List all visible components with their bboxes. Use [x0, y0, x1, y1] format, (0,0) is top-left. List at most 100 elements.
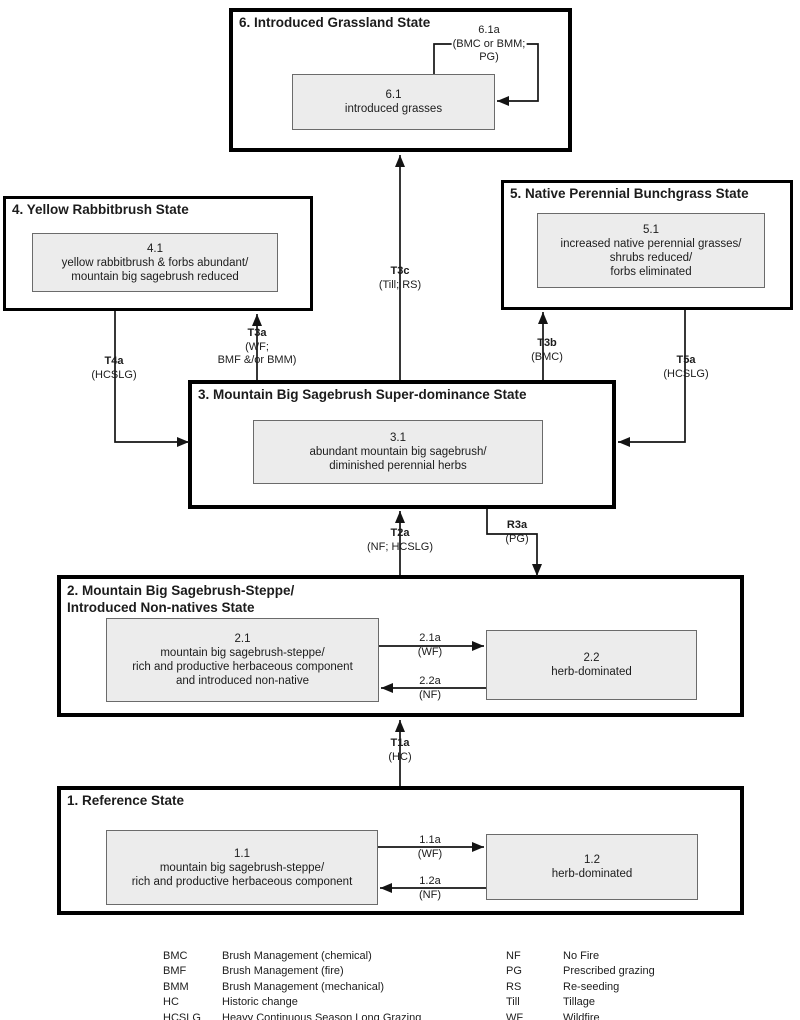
- legend-def: Tillage: [563, 996, 595, 1009]
- community-desc: mountain big sagebrush-steppe/: [159, 861, 325, 874]
- pathway-name: 1.2a: [419, 875, 441, 887]
- community-id: 1.1: [234, 847, 250, 860]
- community-desc: mountain big sagebrush-steppe/: [160, 647, 325, 659]
- transition-cause: (NF; HCSLG): [367, 540, 433, 553]
- legend-def: Wildfire: [563, 1011, 600, 1020]
- legend-def: Historic change: [222, 996, 298, 1009]
- pathway-cause: (NF): [419, 889, 441, 901]
- legend-abbr: NF: [506, 950, 521, 962]
- community-desc: forbs eliminated: [610, 265, 692, 278]
- community-desc: rich and productive herbaceous component: [132, 661, 353, 673]
- transition-label-t3c: T3c (Till; RS): [379, 265, 421, 292]
- transition-name: T3b: [537, 337, 557, 349]
- transition-label-t2a: T2a (NF; HCSLG): [367, 527, 433, 554]
- transition-name: T3c: [390, 265, 410, 277]
- community-desc: herb-dominated: [551, 666, 632, 678]
- transition-name: T4a: [104, 355, 124, 367]
- legend-abbr: RS: [506, 980, 522, 993]
- community-id: 5.1: [643, 223, 659, 236]
- state-title-2-line1: 2. Mountain Big Sagebrush-Steppe/: [67, 583, 295, 598]
- pathway-label-1-2a: 1.2a (NF): [419, 874, 441, 902]
- legend-def: Re-seeding: [563, 980, 620, 993]
- legend-abbr: BMF: [163, 965, 187, 978]
- community-desc: shrubs reduced/: [609, 251, 693, 264]
- legend-abbr: BMC: [163, 950, 188, 962]
- pathway-name: 1.1a: [419, 834, 441, 846]
- legend-def: Brush Management (fire): [222, 965, 344, 978]
- transition-label-t4a: T4a (HCSLG): [91, 355, 136, 382]
- community-id: 2.1: [234, 633, 251, 645]
- community-id: 1.2: [584, 854, 600, 866]
- transition-cause: (BMC or BMM;: [451, 37, 527, 51]
- legend-abbr: BMM: [163, 980, 189, 993]
- transition-label-t5a: T5a (HCSLG): [663, 354, 708, 381]
- transition-label-r3a: R3a (PG): [505, 519, 528, 546]
- legend-def-column-left: Brush Management (chemical) Brush Manage…: [222, 949, 421, 1020]
- pathway-label-1-1a: 1.1a (WF): [418, 833, 442, 861]
- pathway-cause: (WF): [417, 646, 443, 658]
- transition-cause: (WF;: [245, 340, 269, 353]
- transition-name: T1a: [390, 737, 410, 749]
- transition-cause: (PG): [505, 532, 529, 545]
- state-title-6: 6. Introduced Grassland State: [239, 15, 431, 30]
- community-id: 2.2: [583, 652, 600, 664]
- state-title-4: 4. Yellow Rabbitbrush State: [12, 202, 189, 217]
- legend-abbr-column-left: BMC BMF BMM HC HCSLG: [163, 949, 201, 1020]
- transition-label-t3b: T3b (BMC): [531, 337, 563, 364]
- transition-cause: (HC): [388, 750, 412, 763]
- community-desc: mountain big sagebrush reduced: [71, 270, 239, 283]
- community-desc: herb-dominated: [551, 868, 633, 880]
- legend-abbr: Till: [506, 996, 520, 1009]
- community-desc: abundant mountain big sagebrush/: [309, 446, 487, 458]
- transition-name: T2a: [390, 527, 410, 539]
- transition-label-t1a: T1a (HC): [388, 737, 411, 764]
- transition-name: T5a: [676, 354, 696, 366]
- transition-label-t3a: T3a (WF; BMF &/or BMM): [218, 327, 297, 368]
- legend-def-column-right: No Fire Prescribed grazing Re-seeding Ti…: [563, 949, 655, 1020]
- transition-cause: (BMC): [531, 350, 563, 363]
- legend-abbr: WF: [506, 1011, 524, 1020]
- state-title-1: 1. Reference State: [67, 793, 185, 808]
- pathway-label-2-1a: 2.1a (WF): [418, 631, 442, 659]
- community-box-4-1: 4.1 yellow rabbitbrush & forbs abundant/…: [32, 233, 278, 292]
- state-title-5: 5. Native Perennial Bunchgrass State: [510, 186, 749, 201]
- legend-def: Prescribed grazing: [563, 965, 655, 978]
- community-box-5-1: 5.1 increased native perennial grasses/ …: [537, 213, 765, 288]
- community-desc: rich and productive herbaceous component: [131, 875, 353, 888]
- transition-cause: PG): [451, 51, 527, 65]
- legend-def: Brush Management (chemical): [222, 950, 372, 962]
- community-desc: yellow rabbitbrush & forbs abundant/: [61, 256, 249, 269]
- transition-label-6-1a: 6.1a (BMC or BMM; PG): [451, 24, 527, 65]
- community-box-1-1: 1.1 mountain big sagebrush-steppe/ rich …: [106, 830, 378, 905]
- pathway-name: 2.2a: [419, 675, 441, 687]
- transition-cause: BMF &/or BMM): [217, 354, 297, 366]
- pathway-label-2-2a: 2.2a (NF): [419, 674, 441, 702]
- community-id: 4.1: [147, 242, 163, 255]
- transition-cause: (HCSLG): [91, 368, 137, 381]
- transition-cause: (HCSLG): [663, 367, 709, 380]
- legend-abbr-column-right: NF PG RS Till WF: [506, 949, 523, 1020]
- community-box-3-1: 3.1 abundant mountain big sagebrush/ dim…: [253, 420, 543, 484]
- community-box-2-2: 2.2 herb-dominated: [486, 630, 697, 700]
- state-title-2-line2: Introduced Non-natives State: [67, 600, 255, 615]
- legend-abbr: PG: [506, 965, 522, 978]
- pathway-cause: (WF): [417, 848, 443, 860]
- community-desc: and introduced non-native: [176, 675, 309, 687]
- legend-def: No Fire: [563, 950, 600, 962]
- pathway-cause: (NF): [419, 689, 441, 701]
- community-box-2-1: 2.1 mountain big sagebrush-steppe/ rich …: [106, 618, 379, 702]
- legend-def: Brush Management (mechanical): [222, 980, 385, 993]
- transition-cause: (Till; RS): [378, 278, 422, 291]
- transition-name: T3a: [247, 327, 267, 339]
- transition-name: R3a: [506, 519, 528, 531]
- community-box-6-1: 6.1 introduced grasses: [292, 74, 495, 130]
- legend-abbr: HC: [163, 996, 179, 1009]
- community-box-1-2: 1.2 herb-dominated: [486, 834, 698, 900]
- community-desc: diminished perennial herbs: [329, 460, 467, 472]
- state-title-2: 2. Mountain Big Sagebrush-Steppe/ Introd…: [67, 582, 294, 616]
- legend-abbr: HCSLG: [163, 1011, 201, 1020]
- state-title-3: 3. Mountain Big Sagebrush Super-dominanc…: [198, 387, 527, 402]
- community-id: 6.1: [385, 89, 402, 101]
- community-desc: introduced grasses: [344, 103, 443, 115]
